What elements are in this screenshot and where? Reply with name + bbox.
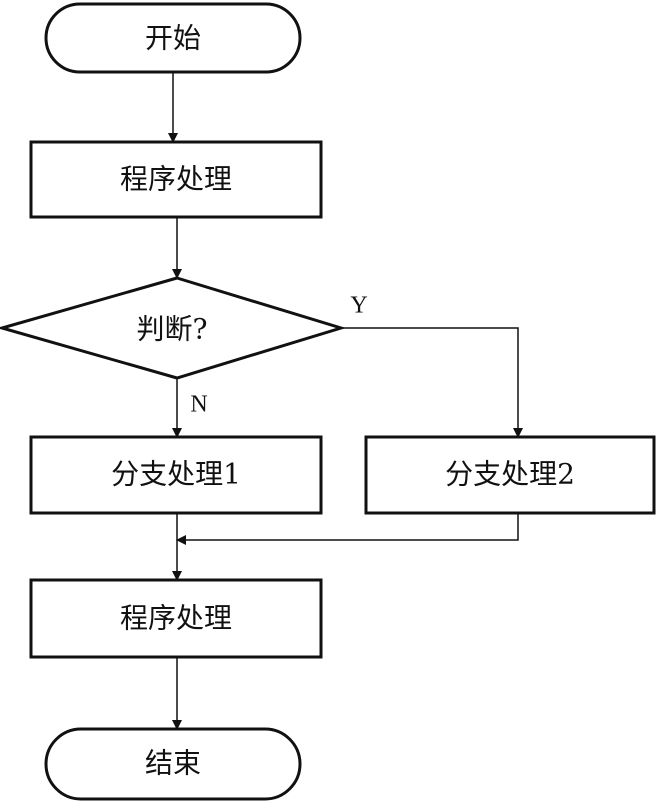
decision-label: 判断? bbox=[136, 313, 207, 346]
decision-node: 判断? bbox=[0, 276, 347, 380]
start-node: 开始 bbox=[44, 2, 302, 74]
edge-decision-yes: Y bbox=[341, 293, 523, 438]
process-2-node: 程序处理 bbox=[29, 578, 323, 659]
edge-branch-2-merge bbox=[176, 513, 519, 545]
yes-label: Y bbox=[350, 293, 367, 319]
edge-decision-no: N bbox=[172, 378, 208, 438]
process-1-node: 程序处理 bbox=[29, 140, 323, 219]
branch-1-label: 分支处理1 bbox=[111, 458, 241, 491]
no-label: N bbox=[190, 392, 207, 418]
end-label: 结束 bbox=[145, 747, 201, 780]
process-2-label: 程序处理 bbox=[120, 602, 232, 635]
end-node: 结束 bbox=[44, 727, 302, 801]
start-label: 开始 bbox=[145, 22, 201, 55]
branch-2-node: 分支处理2 bbox=[364, 435, 656, 515]
process-1-label: 程序处理 bbox=[120, 163, 232, 196]
branch-1-node: 分支处理1 bbox=[29, 435, 323, 515]
branch-2-label: 分支处理2 bbox=[445, 458, 575, 491]
